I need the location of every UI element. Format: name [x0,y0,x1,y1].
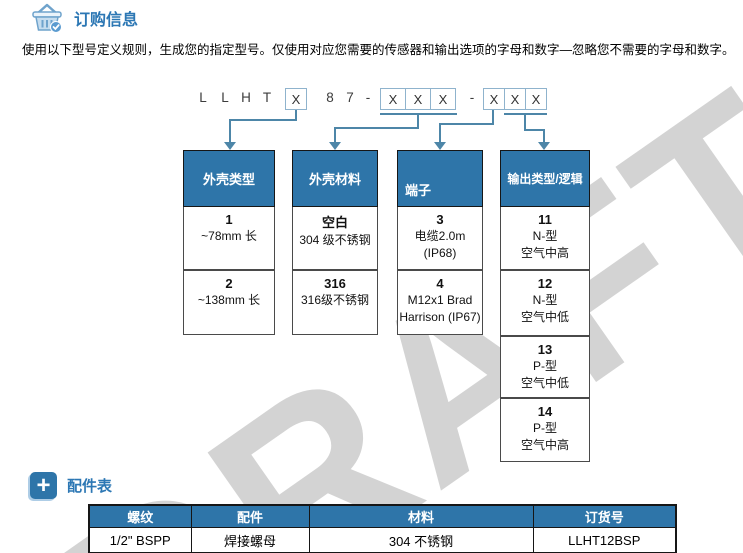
option-value: 13 [537,342,553,357]
option-desc: ~138mm 长 [197,293,261,307]
column-header: 外壳类型 [183,150,275,207]
pn-box: X [504,88,526,110]
connector-line [439,123,494,125]
column-header: 外壳材料 [292,150,378,207]
option-value: 4 [436,276,444,291]
connector-line [380,113,457,115]
plus-icon: + [30,472,57,499]
pn-dash: - [469,90,475,105]
accessories-header-row: 螺纹 配件 材料 订货号 [88,504,677,528]
option-desc: P-型 空气中低 [520,359,569,390]
column-header: 输出类型/逻辑 [500,150,590,207]
cell-accessory: 焊接螺母 [190,527,310,553]
section-title-ordering: 订购信息 [74,12,139,29]
accessories-table: 螺纹 配件 材料 订货号 1/2" BSPP 焊接螺母 304 不锈钢 LLHT… [88,504,677,553]
col-header-order-number: 订货号 [532,504,677,528]
connector-arrow [329,142,341,150]
option-cell: 4 M12x1 Brad Harrison (IP67) [397,270,483,335]
option-value: 1 [225,212,233,227]
option-desc: ~78mm 长 [201,229,257,243]
option-desc: 304 级不锈钢 [299,233,371,247]
pn-group-2: X X X [483,88,547,110]
option-column-terminals: 端子 3 电缆2.0m (IP68) 4 M12x1 Brad Harrison… [397,150,483,335]
connector-line [543,131,545,143]
option-desc: N-型 空气中高 [520,229,569,260]
option-desc: 316级不锈钢 [300,293,370,307]
pn-box-housing-type: X [285,88,307,110]
option-value: 14 [537,404,553,419]
pn-letter: T [262,90,272,105]
col-header-thread: 螺纹 [88,504,192,528]
option-value: 3 [436,212,444,227]
option-value: 2 [225,276,233,291]
cell-order-number: LLHT12BSP [532,527,677,553]
option-cell: 12 N-型 空气中低 [500,270,590,336]
pn-digit: 7 [346,90,354,105]
pn-dash: - [365,90,371,105]
option-cell: 14 P-型 空气中高 [500,398,590,462]
option-cell: 3 电缆2.0m (IP68) [397,207,483,270]
pn-group-1: X X X [380,88,456,110]
connector-line [504,113,547,115]
connector-line [229,121,231,143]
option-value: 12 [537,276,553,291]
option-value: 316 [324,276,346,291]
option-cell: 空白 304 级不锈钢 [292,207,378,270]
option-desc: P-型 空气中高 [520,421,569,452]
option-cell: 13 P-型 空气中低 [500,336,590,398]
connector-line [334,127,419,129]
option-column-housing-type: 外壳类型 1 ~78mm 长 2 ~138mm 长 [183,150,275,335]
table-row: 1/2" BSPP 焊接螺母 304 不锈钢 LLHT12BSP [88,527,677,553]
connector-line [524,115,526,131]
cell-thread: 1/2" BSPP [88,527,192,553]
pn-box: X [525,88,547,110]
option-column-output-type: 输出类型/逻辑 11 N-型 空气中高 12 N-型 空气中低 13 P-型 空… [500,150,590,462]
pn-digit: 8 [326,90,334,105]
section-title-accessories: 配件表 [67,478,113,495]
option-desc: N-型 空气中低 [520,293,569,324]
connector-line [295,110,297,121]
cell-material: 304 不锈钢 [308,527,534,553]
connector-arrow [224,142,236,150]
connector-line [229,119,297,121]
option-desc: 电缆2.0m (IP68) [414,229,466,260]
pn-box: X [405,88,431,110]
option-desc: M12x1 Brad Harrison (IP67) [399,293,481,324]
connector-line [334,129,336,143]
connector-line [524,129,545,131]
option-cell: 1 ~78mm 长 [183,207,275,270]
pn-box: X [380,88,406,110]
option-cell: 11 N-型 空气中高 [500,207,590,270]
option-column-housing-material: 外壳材料 空白 304 级不锈钢 316 316级不锈钢 [292,150,378,335]
col-header-material: 材料 [308,504,534,528]
connector-arrow [538,142,550,150]
accessories-section-header: + 配件表 [30,472,112,499]
connector-line [439,125,441,143]
ordering-section-header: 订购信息 [28,3,138,33]
column-header: 端子 [397,150,483,207]
option-cell: 2 ~138mm 长 [183,270,275,335]
connector-arrow [434,142,446,150]
connector-line [492,110,494,125]
pn-box: X [483,88,505,110]
option-value: 空白 [321,215,348,230]
option-value: 11 [538,212,552,227]
option-cell: 316 316级不锈钢 [292,270,378,335]
pn-letter: H [241,90,251,105]
connector-line [417,115,419,129]
pn-box: X [430,88,456,110]
basket-icon [32,3,62,33]
pn-letter: L [199,90,207,105]
pn-letter: L [221,90,229,105]
intro-text: 使用以下型号定义规则，生成您的指定型号。仅使用对应您需要的传感器和输出选项的字母… [22,43,735,57]
col-header-accessory: 配件 [190,504,310,528]
